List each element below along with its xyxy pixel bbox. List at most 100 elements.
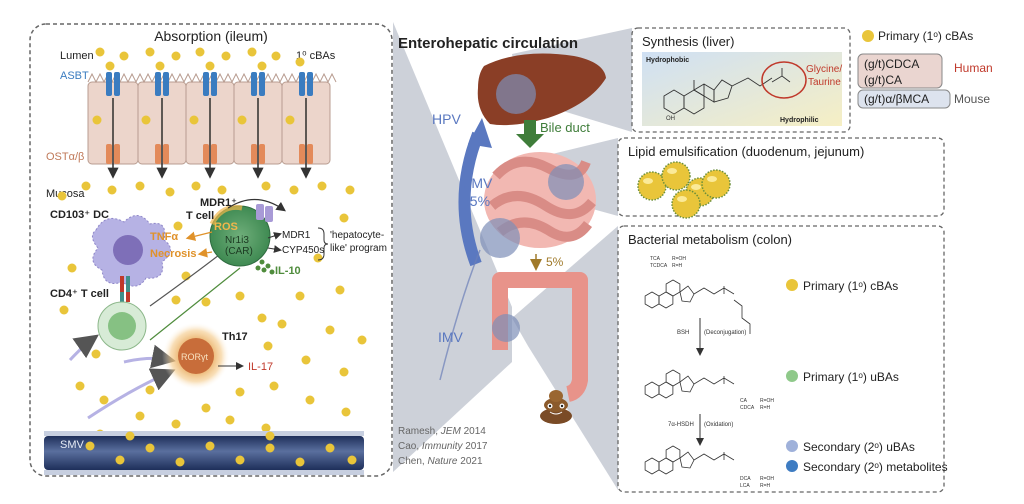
bile-acid-dot (105, 61, 115, 71)
bile-acid-dot (339, 213, 349, 223)
ost-transporter (106, 144, 112, 164)
ros-label: ROS (214, 221, 238, 233)
bile-acid-dot (205, 61, 215, 71)
ost-transporter (155, 144, 161, 164)
hydrophobic-label: Hydrophobic (646, 57, 689, 64)
asbt-transporter (203, 72, 209, 96)
ca-label: CA (740, 398, 748, 404)
pct95-label: 95% (462, 193, 490, 209)
asbt-transporter (211, 72, 217, 96)
micelle-highlight (677, 196, 687, 202)
il17-label: IL-17 (248, 361, 273, 373)
il10-particles (255, 259, 275, 275)
legend-mca: (g/t)α/βMCA (864, 92, 929, 106)
bile-acid-dot (235, 387, 245, 397)
bile-acid-dot (135, 411, 145, 421)
bile-acid-dot (189, 115, 199, 125)
absorption-title: Absorption (ileum) (154, 28, 268, 44)
side-chain (693, 286, 735, 295)
dca-r-label: R=OH (760, 476, 774, 482)
bile-acid-dot (289, 185, 299, 195)
micelle-highlight (643, 178, 653, 184)
legend-primary-cbas: Primary (1ᵒ) cBAs (878, 29, 973, 43)
legend-human: Human (954, 61, 993, 75)
deconjugation-label: (Deconjugation) (704, 330, 746, 336)
dendritic-cell (92, 215, 171, 287)
bile-acid-dot (145, 443, 155, 453)
cd4-t-cell (97, 301, 147, 351)
bile-acid-dot (261, 423, 271, 433)
asbt-transporter (259, 72, 265, 96)
bile-acid-dot (301, 355, 311, 365)
dca-label: DCA (740, 476, 751, 482)
cdca-label: CDCA (740, 405, 755, 411)
bile-acid-dot (57, 191, 67, 201)
colon (492, 272, 588, 402)
bile-acid-dot (285, 115, 295, 125)
bile-acid-dot (357, 335, 367, 345)
bile-acid-dot (335, 285, 345, 295)
ring (679, 451, 695, 469)
bile-acid-dot (175, 457, 185, 467)
bile-duct-label: Bile duct (540, 120, 590, 135)
ost-transporter (211, 144, 217, 164)
bile-acid-dot (91, 349, 101, 359)
bile-acid-dot (201, 297, 211, 307)
synthesis-panel: Synthesis (liver) Hydrophobic Hydrophili… (631, 27, 851, 133)
hpv-arrow (458, 131, 484, 267)
nr1i3-label: Nr1i3 (225, 235, 249, 246)
hep-program-2: like' program (330, 243, 387, 254)
ost-transporter (251, 144, 257, 164)
bile-acid-dot (295, 57, 305, 67)
bile-acid-dot (305, 395, 315, 405)
bile-acid-dot (263, 341, 273, 351)
bile-acid-dot (92, 115, 102, 125)
tca-label: TCA (650, 256, 661, 262)
bile-acid-dot (341, 407, 351, 417)
asbt-transporter (251, 72, 257, 96)
inhibition-line (149, 267, 241, 341)
bile-acid-dot (173, 221, 183, 231)
bile-acid-dot (225, 415, 235, 425)
bile-acid-dot (135, 181, 145, 191)
reference-3: Chen, Nature 2021 (398, 456, 483, 467)
bile-acid-dots (57, 47, 367, 439)
bile-acid-dot (261, 181, 271, 191)
bile-acid-dot (247, 47, 257, 57)
il10-label: IL-10 (275, 265, 301, 277)
micelle-highlight (691, 184, 701, 190)
small-intestine (480, 152, 596, 258)
zoom-wedges (393, 22, 632, 490)
bile-acid-dot (221, 51, 231, 61)
side-chain (693, 452, 735, 461)
bile-acid-dot (271, 51, 281, 61)
lca-label: LCA (740, 483, 750, 489)
bile-acid-dot (325, 443, 335, 453)
bile-acid-dot (257, 313, 267, 323)
oxidation-label: (Oxidation) (704, 422, 733, 428)
reference-1: Ramesh, JEM 2014 (398, 426, 486, 437)
asbt-label: ASBT (60, 70, 89, 82)
ost-transporter (163, 144, 169, 164)
bile-acid-dot (195, 47, 205, 57)
bile-acid-dot (67, 263, 77, 273)
mdr1-label: MDR1 (282, 230, 311, 241)
legend-secondary-metabolites: Secondary (2ᵒ) metabolites (803, 460, 948, 474)
ring (679, 285, 695, 303)
ring (665, 279, 681, 297)
molecule-structures (644, 279, 751, 475)
species-legend: Primary (1ᵒ) cBAs (g/t)CDCA (g/t)CA (g/t… (857, 29, 993, 109)
side-chain (693, 376, 735, 385)
bile-acid-dot (171, 51, 181, 61)
cdca-r-label: R=H (760, 405, 771, 411)
tcdca-r-label: R=H (672, 263, 683, 269)
poop-icon (540, 390, 572, 424)
bile-acid-dot (125, 431, 135, 441)
legend-dot-secondary-metabolites (786, 460, 798, 472)
steroid-structure (644, 279, 751, 334)
bacterial-title: Bacterial metabolism (colon) (628, 232, 792, 247)
legend-dot-primary-uba (786, 370, 798, 382)
glycine-label: Glycine/ (806, 64, 842, 75)
